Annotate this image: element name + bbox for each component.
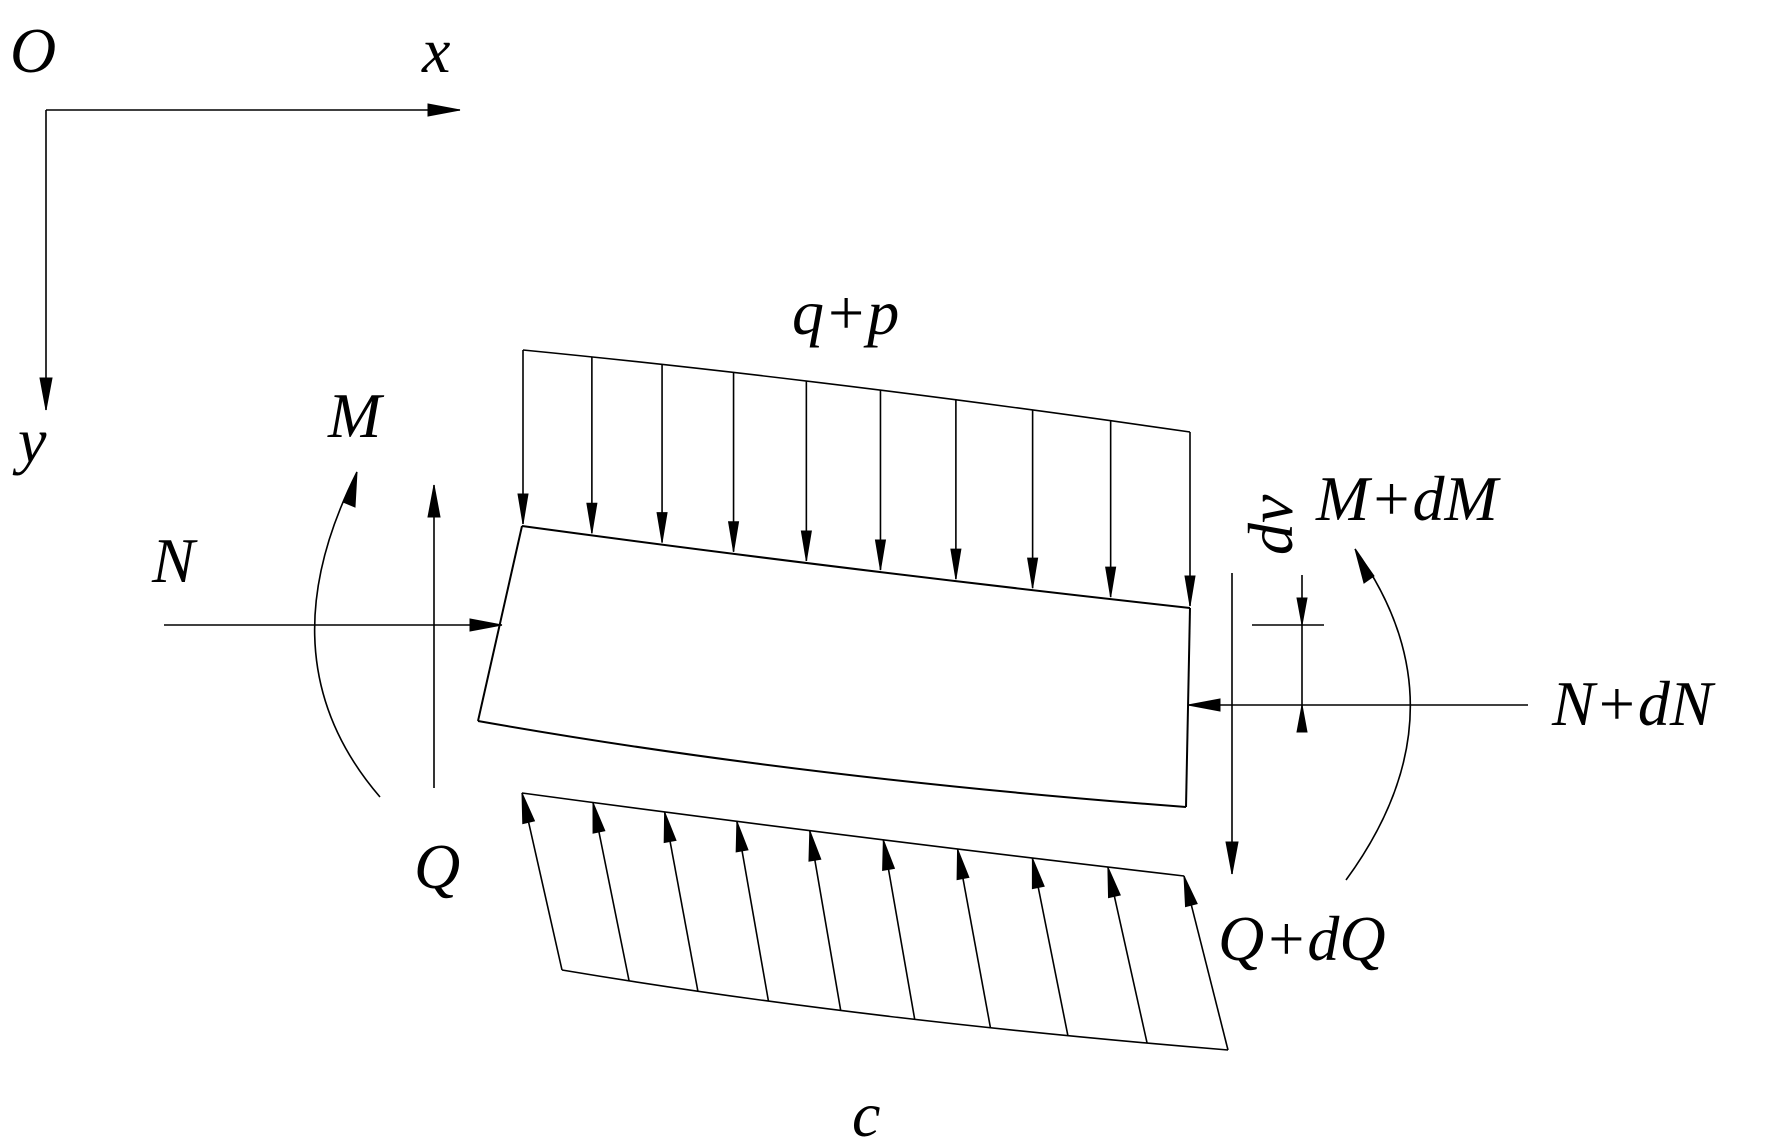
x-axis-arrowhead	[427, 103, 461, 117]
moment-left-arc	[313, 471, 381, 798]
bottom-reaction-arrowhead	[592, 802, 606, 834]
bottom-reaction-envelope	[561, 969, 1229, 1051]
dv-arrowhead-bottom	[1296, 704, 1308, 733]
top-load-arrowhead	[950, 548, 962, 580]
moment-right-arrowhead	[1354, 548, 1375, 584]
beam-bottom-edge	[477, 720, 1187, 808]
bottom-reaction-top-line	[521, 792, 1185, 877]
top-load-arrowhead	[1105, 566, 1117, 598]
y-axis-arrowhead	[39, 377, 53, 411]
shear-right-label: Q+dQ	[1218, 903, 1386, 974]
top-load-arrowhead	[874, 539, 887, 571]
reaction-bottom-label: c	[852, 1079, 880, 1146]
y-axis-label: y	[12, 405, 47, 476]
top-load-arrowhead	[727, 521, 740, 552]
axial-right-label: N+dN	[1551, 668, 1716, 739]
moment-right-arc	[1345, 548, 1412, 881]
beam-right-edge	[1185, 607, 1191, 808]
bottom-reaction-load	[521, 792, 1229, 1051]
top-load-arrowhead	[656, 512, 668, 543]
top-load-envelope	[522, 349, 1191, 433]
origin-label: O	[10, 15, 56, 86]
top-load-arrowhead	[586, 502, 598, 534]
top-distributed-load	[517, 349, 1196, 607]
bottom-reaction-arrowhead	[663, 811, 677, 844]
shear-force-right-arrowhead	[1225, 841, 1239, 875]
bottom-reaction-arrowhead	[1031, 857, 1045, 890]
top-load-arrowhead	[517, 493, 529, 525]
bottom-reaction-arrowhead	[1107, 866, 1121, 899]
bottom-reaction-arrowhead	[808, 830, 822, 862]
axial-left-label: N	[151, 525, 198, 596]
top-load-arrowhead	[800, 530, 812, 562]
top-load-arrowhead	[1027, 557, 1039, 589]
beam-left-edge	[477, 525, 523, 722]
labels: O x y q+p M N Q M+dM N+dN Q+dQ c dv	[10, 15, 1716, 1146]
moment-right-label: M+dM	[1315, 463, 1502, 534]
moment-left-label: M	[327, 380, 385, 451]
x-axis-label: x	[421, 15, 450, 86]
bottom-reaction-arrowhead	[521, 792, 536, 825]
top-load-arrowhead	[1184, 575, 1196, 607]
dv-arrowhead-top	[1296, 597, 1308, 626]
shear-force-left-arrowhead	[427, 484, 441, 518]
shear-left-label: Q	[414, 831, 460, 902]
moment-left-arrowhead	[342, 471, 358, 508]
top-load-label: q+p	[792, 277, 899, 348]
right-forces	[1187, 548, 1528, 881]
axial-force-left-arrowhead	[469, 618, 503, 632]
axial-force-right-arrowhead	[1187, 698, 1221, 712]
bottom-reaction-arrowhead	[956, 848, 970, 881]
dv-dimension	[1252, 575, 1324, 733]
left-forces	[164, 471, 503, 798]
bottom-reaction-arrowhead	[735, 821, 749, 853]
bottom-reaction-arrowhead	[882, 839, 896, 872]
beam-top-edge	[521, 525, 1191, 609]
bottom-reaction-arrowhead	[1183, 875, 1198, 908]
beam-element	[477, 525, 1191, 808]
coordinate-axes	[39, 103, 461, 411]
dv-label: dv	[1235, 494, 1306, 555]
